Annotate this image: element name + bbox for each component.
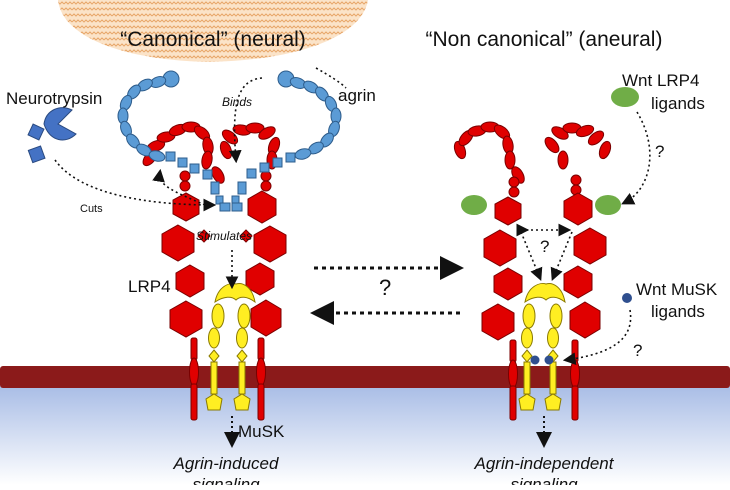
stimulates-label: Stimulates — [196, 229, 252, 243]
left-output-line1: Agrin-induced — [173, 454, 279, 473]
wnt-musk-label-line1: Wnt MuSK — [636, 280, 718, 299]
nerve-terminal — [58, 0, 368, 62]
agrin-label: agrin — [338, 86, 376, 105]
musk-left — [205, 283, 256, 411]
right-output-line2: signaling — [510, 475, 578, 485]
cuts-label: Cuts — [80, 203, 103, 215]
binds-label: Binds — [222, 95, 252, 109]
muscle-cytoplasm — [0, 386, 730, 485]
title-canonical: “Canonical” (neural) — [120, 28, 306, 51]
wnt-lrp4-label-line1: Wnt LRP4 — [622, 71, 699, 90]
question-lrp4-inner: ? — [540, 237, 549, 256]
agrin — [117, 70, 342, 212]
muscle-membrane — [0, 366, 730, 388]
question-wnt-lrp4: ? — [655, 142, 664, 161]
lrp4-right — [453, 121, 612, 421]
lrp4-label: LRP4 — [128, 277, 171, 296]
question-center: ? — [379, 275, 391, 300]
wnt-musk-label-line2: ligands — [651, 302, 705, 321]
center-arrows — [310, 256, 464, 325]
wnt-lrp4-ligands — [461, 87, 639, 215]
arrows-right — [516, 111, 651, 448]
lrp4-left — [142, 121, 287, 421]
arrows-left — [54, 67, 347, 448]
title-non-canonical: “Non canonical” (aneural) — [426, 28, 663, 51]
neurotrypsin-label: Neurotrypsin — [6, 89, 102, 108]
right-output-line1: Agrin-independent — [474, 454, 615, 473]
question-wnt-musk: ? — [633, 341, 642, 360]
left-output-line2: signaling — [192, 475, 260, 485]
neurotrypsin — [27, 107, 77, 164]
musk-label: MuSK — [238, 422, 285, 441]
wnt-lrp4-label-line2: ligands — [651, 94, 705, 113]
wnt-musk-ligands — [530, 293, 632, 365]
